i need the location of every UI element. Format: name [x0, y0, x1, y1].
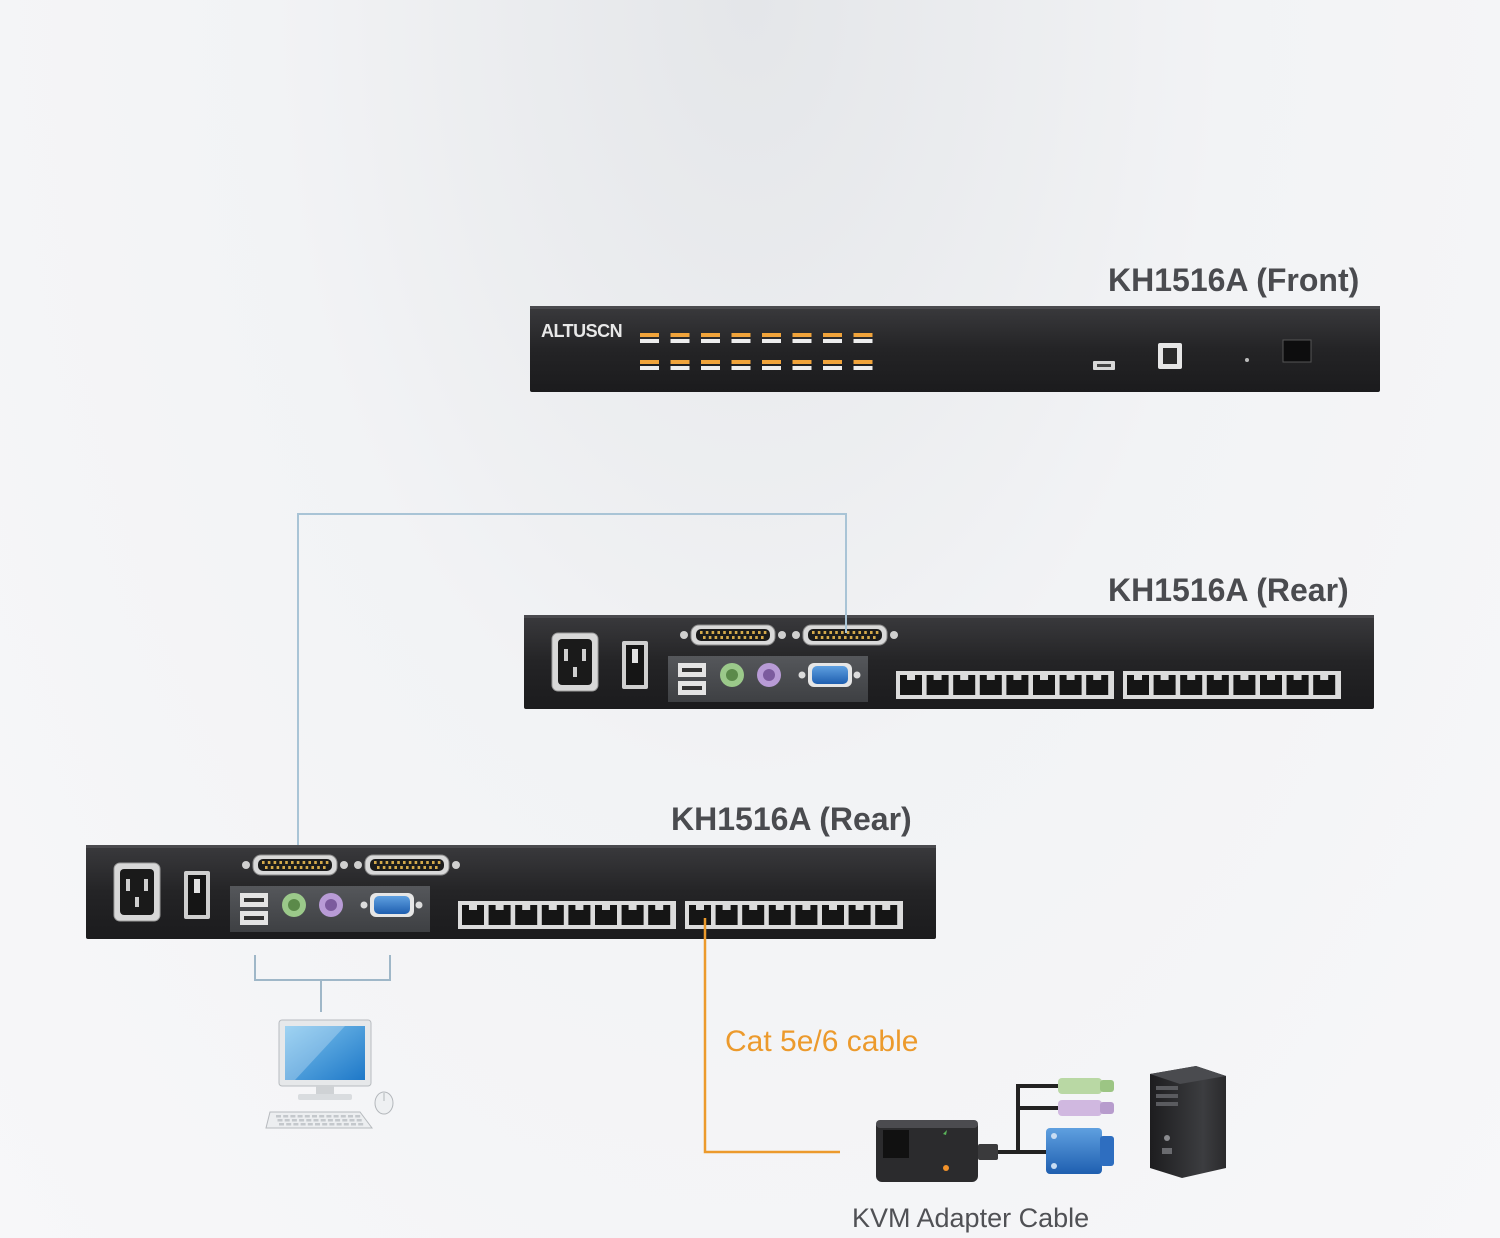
console-bracket — [254, 955, 391, 981]
power-socket — [113, 862, 161, 922]
rj45-port — [689, 905, 711, 925]
port-led — [762, 360, 781, 370]
rj45-port — [979, 675, 1002, 695]
cable-label: Cat 5e/6 cable — [725, 1025, 919, 1058]
chain-in-port — [242, 854, 348, 876]
power-socket — [551, 632, 599, 692]
port-led — [701, 360, 720, 370]
rj45-port — [1059, 675, 1082, 695]
rj45-port — [515, 905, 538, 925]
rj45-port — [1006, 675, 1029, 695]
port-led — [853, 333, 873, 343]
port-led — [853, 360, 873, 370]
port-led — [731, 360, 751, 370]
rj45-port — [1260, 675, 1282, 695]
rj45-port — [1153, 675, 1176, 695]
chain-out-port — [792, 624, 898, 646]
rj45-port — [715, 905, 738, 925]
front-unit — [530, 306, 1380, 392]
front-usb-port — [1093, 361, 1115, 370]
rj45-port-bank — [458, 901, 676, 929]
port-led-grid — [640, 333, 873, 370]
rj45-port — [1033, 675, 1055, 695]
rj45-port — [926, 675, 949, 695]
rj45-port — [1180, 675, 1203, 695]
front-display-window — [1282, 339, 1312, 363]
rear-unit-upper — [524, 615, 1374, 709]
port-led — [670, 360, 690, 370]
chain-out-port — [354, 854, 460, 876]
port-led — [762, 333, 781, 343]
front-unit-title: KH1516A (Front) — [1108, 262, 1360, 298]
rear-unit-lower — [86, 845, 936, 939]
rj45-port — [568, 905, 591, 925]
port-led — [823, 333, 842, 343]
rj45-port — [795, 905, 818, 925]
rj45-port — [848, 905, 871, 925]
port-led — [792, 333, 812, 343]
kvm-adapter-icon — [876, 1078, 1114, 1182]
cat5e-cable — [703, 918, 840, 1154]
rj45-port — [742, 905, 765, 925]
rear-upper-title: KH1516A (Rear) — [1108, 572, 1349, 608]
rear-lower-title: KH1516A (Rear) — [671, 801, 912, 837]
vga-blue-plug — [1046, 1128, 1114, 1174]
front-unit-body — [530, 306, 1380, 392]
console-port-panel — [230, 886, 430, 932]
rj45-port — [953, 675, 976, 695]
port-led — [670, 333, 690, 343]
port-led — [640, 333, 659, 343]
port-led — [640, 360, 659, 370]
power-switch — [184, 871, 210, 919]
port-led — [701, 333, 720, 343]
rj45-port — [1086, 675, 1109, 695]
rj45-port — [822, 905, 844, 925]
rj45-port — [1233, 675, 1256, 695]
rj45-port — [648, 905, 671, 925]
rj45-port-bank — [896, 671, 1114, 699]
rj45-port-bank — [685, 901, 903, 929]
port-led — [823, 360, 842, 370]
rj45-port — [900, 675, 922, 695]
power-switch — [622, 641, 648, 689]
rj45-port — [488, 905, 511, 925]
ps2-purple-plug — [1058, 1100, 1114, 1116]
rj45-port — [1127, 675, 1149, 695]
console-computer-icon — [265, 1019, 394, 1129]
console-port-panel — [668, 656, 868, 702]
rj45-port — [1313, 675, 1336, 695]
adapter-label: KVM Adapter Cable — [852, 1203, 1090, 1233]
rj45-port — [541, 905, 564, 925]
front-reset-pinhole — [1245, 358, 1249, 362]
daisy-chain-cable — [297, 513, 847, 845]
rj45-port — [1206, 675, 1229, 695]
port-led — [792, 360, 812, 370]
rj45-port — [462, 905, 484, 925]
rj45-port — [595, 905, 617, 925]
chain-in-port — [680, 624, 786, 646]
brand-logo: ALTUSCN — [541, 321, 623, 341]
front-rj11-port — [1158, 343, 1182, 369]
tower-pc-icon — [1150, 1066, 1226, 1178]
rj45-port-bank — [1123, 671, 1341, 699]
rj45-port — [621, 905, 644, 925]
rj45-port — [1286, 675, 1309, 695]
ps2-green-plug — [1058, 1078, 1114, 1094]
rj45-port — [875, 905, 898, 925]
port-led — [731, 333, 751, 343]
rj45-port — [768, 905, 791, 925]
